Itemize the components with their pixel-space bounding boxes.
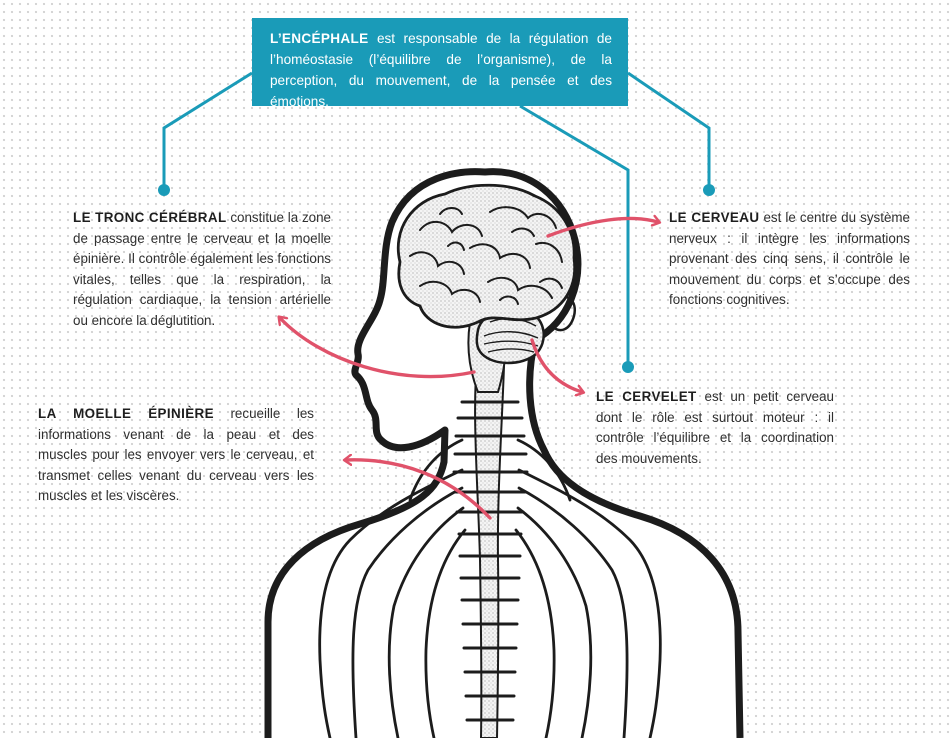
connector-tronc [162, 71, 253, 188]
cervelet-note: LE CERVELET est un petit cerveau dont le… [596, 387, 834, 469]
cervelet-title: LE CERVELET [596, 389, 697, 404]
connector-cerveau [627, 71, 711, 188]
tronc-cerebral-note: LE TRONC CÉRÉBRAL constitue la zone de p… [73, 208, 331, 332]
tronc-cerebral-title: LE TRONC CÉRÉBRAL [73, 210, 227, 225]
cervelet-text: est un petit cerveau dont le rôle est su… [596, 389, 835, 466]
cerveau-text: est le centre du système nerveux : il in… [669, 210, 910, 308]
connector-lines [162, 71, 711, 365]
connector-dot-cerveau [703, 184, 715, 196]
pointer-arrows [280, 218, 658, 520]
arrow-cervelet [530, 338, 582, 392]
moelle-epiniere-note: LA MOELLE ÉPINIÈRE recueille les informa… [38, 404, 314, 507]
arrow-tronc [280, 318, 476, 379]
cerveau-note: LE CERVEAU est le centre du système nerv… [669, 208, 910, 311]
peripheral-nerves [318, 438, 662, 738]
brain [396, 183, 577, 329]
spinal-rungs [452, 400, 529, 722]
encephale-title: L’ENCÉPHALE [270, 31, 369, 46]
moelle-epiniere-text: recueille les informations venant de la … [38, 406, 314, 504]
arrow-cerveau [546, 218, 658, 238]
connector-dot-tronc [158, 184, 170, 196]
connector-dot-cervelet [622, 361, 634, 373]
connector-cervelet [519, 104, 630, 365]
moelle-epiniere-title: LA MOELLE ÉPINIÈRE [38, 406, 214, 421]
cerveau-title: LE CERVEAU [669, 210, 760, 225]
tronc-cerebral-text: constitue la zone de passage entre le ce… [73, 210, 331, 328]
brain-gyri [409, 206, 563, 305]
encephale-box: L’ENCÉPHALE est responsable de la régula… [252, 18, 628, 109]
encephale-text: est responsable de la régulation de l’ho… [270, 31, 612, 109]
arrow-moelle [346, 460, 492, 520]
